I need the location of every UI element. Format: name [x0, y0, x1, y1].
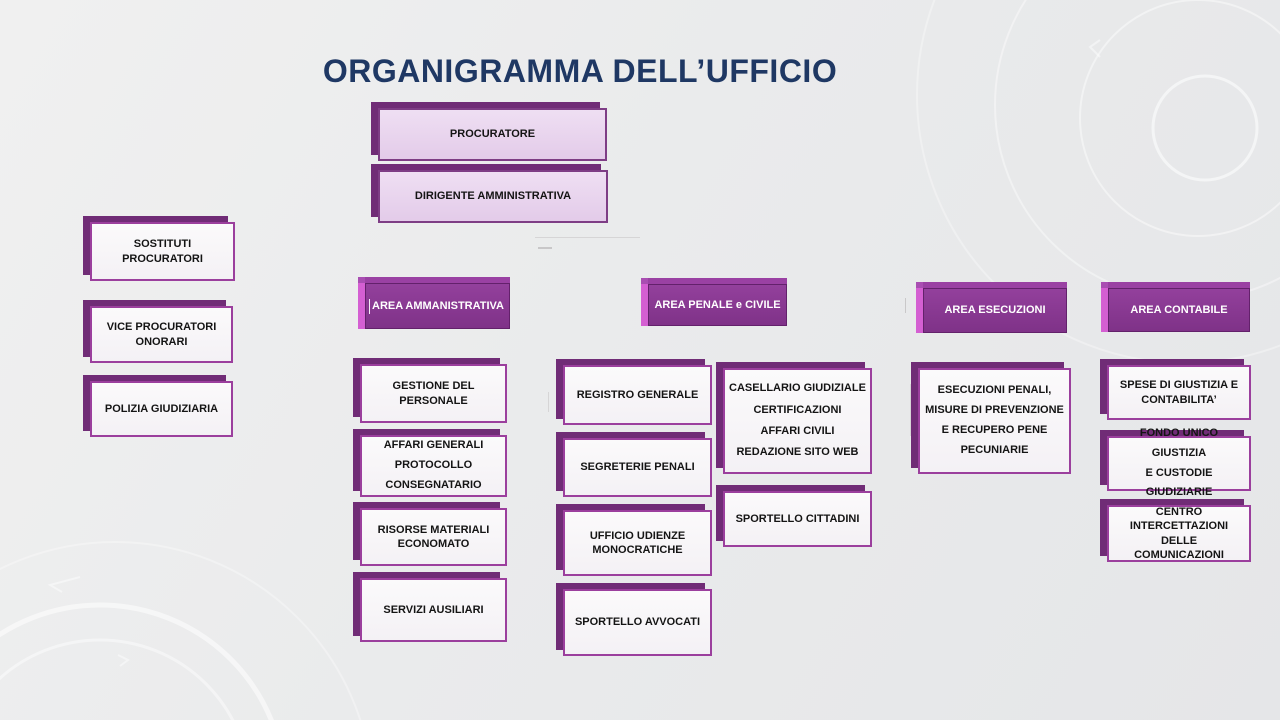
- org-box-servizi-ausiliari[interactable]: SERVIZI AUSILIARI: [360, 578, 507, 642]
- faint-dash: [538, 247, 552, 249]
- org-box-dirigente-amministrativa[interactable]: DIRIGENTE AMMINISTRATIVA: [378, 170, 608, 223]
- org-box-sostituti-procuratori[interactable]: SOSTITUTI PROCURATORI: [90, 222, 235, 281]
- org-box-registro-generale[interactable]: REGISTRO GENERALE: [563, 365, 712, 425]
- org-box-centro-intercettazioni[interactable]: CENTRO INTERCETTAZIONI DELLE COMUNICAZIO…: [1107, 505, 1251, 562]
- area-header-amministrativa[interactable]: AREA AMMANISTRATIVA: [365, 283, 510, 329]
- org-box-gestione-personale[interactable]: GESTIONE DEL PERSONALE: [360, 364, 507, 423]
- org-box-segreterie-penali[interactable]: SEGRETERIE PENALI: [563, 438, 712, 497]
- org-box-fondo-unico[interactable]: FONDO UNICO GIUSTIZIA E CUSTODIE GIUDIZI…: [1107, 427, 1251, 498]
- org-box-esecuzioni-penali[interactable]: ESECUZIONI PENALI, MISURE DI PREVENZIONE…: [918, 368, 1071, 474]
- org-box-ufficio-udienze[interactable]: UFFICIO UDIENZE MONOCRATICHE: [563, 510, 712, 576]
- faint-vertical-line-3: [548, 392, 549, 412]
- org-box-sportello-avvocati[interactable]: SPORTELLO AVVOCATI: [563, 589, 712, 656]
- text-cursor: [369, 298, 370, 314]
- area-header-esecuzioni[interactable]: AREA ESECUZIONI: [923, 288, 1067, 333]
- org-box-procuratore[interactable]: PROCURATORE: [378, 108, 607, 161]
- org-box-casellario-giudiziale[interactable]: CASELLARIO GIUDIZIALE CERTIFICAZIONI AFF…: [723, 368, 872, 474]
- org-box-polizia-giudiziaria[interactable]: POLIZIA GIUDIZIARIA: [90, 381, 233, 437]
- faint-vertical-line-1: [905, 298, 906, 313]
- faint-horizontal-line: [535, 237, 640, 238]
- org-box-risorse-materiali[interactable]: RISORSE MATERIALI ECONOMATO: [360, 508, 507, 566]
- faint-vertical-line-2: [910, 384, 911, 436]
- area-header-label: AREA AMMANISTRATIVA: [372, 299, 504, 312]
- org-box-sportello-cittadini[interactable]: SPORTELLO CITTADINI: [723, 491, 872, 547]
- page-title: ORGANIGRAMMA DELL’UFFICIO: [322, 52, 838, 89]
- area-header-contabile[interactable]: AREA CONTABILE: [1108, 288, 1250, 332]
- area-header-penale-civile[interactable]: AREA PENALE e CIVILE: [648, 284, 787, 326]
- org-box-vice-procuratori-onorari[interactable]: VICE PROCURATORI ONORARI: [90, 306, 233, 363]
- org-box-spese-giustizia[interactable]: SPESE DI GIUSTIZIA E CONTABILITA’: [1107, 365, 1251, 420]
- org-box-affari-generali[interactable]: AFFARI GENERALI PROTOCOLLO CONSEGNATARIO: [360, 435, 507, 497]
